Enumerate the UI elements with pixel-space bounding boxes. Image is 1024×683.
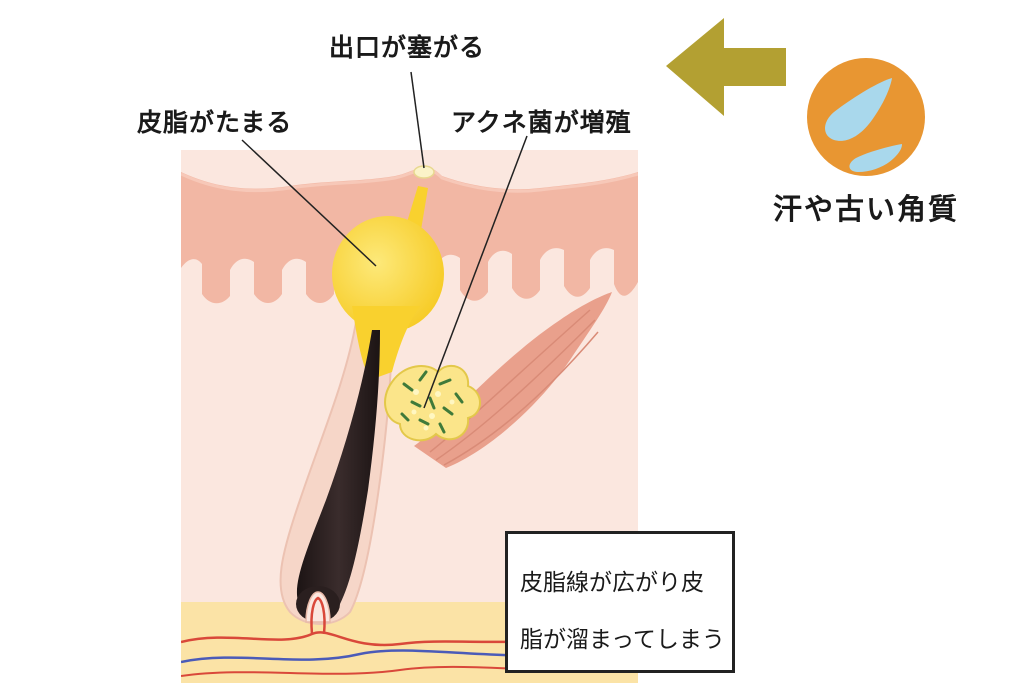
large-droplet-icon: [825, 78, 892, 141]
label-sebum-accumulates: 皮脂がたまる: [137, 108, 293, 137]
leader-line-pore: [410, 71, 425, 169]
hair-shaft: [296, 330, 380, 616]
leader-line-acne: [423, 135, 528, 409]
acne-bacteria: [400, 370, 464, 434]
sebaceous-gland: [332, 216, 444, 332]
leader-lines: [241, 71, 528, 409]
bacteria-highlights: [411, 389, 455, 431]
droplet-badge-icon: [807, 58, 925, 176]
label-sweat-old-keratin: 汗や古い角質: [773, 192, 960, 226]
explanation-line-2: 脂が溜まってしまう: [520, 627, 725, 653]
left-arrow-icon: [666, 18, 786, 116]
label-pore-clogged: 出口が塞がる: [329, 33, 486, 62]
explanation-line-1: 皮脂線が広がり皮: [520, 570, 704, 596]
label-acne-bacteria: アクネ菌が増殖: [451, 108, 632, 137]
leader-line-sebum: [241, 139, 377, 267]
blood-vessel-red-loop: [310, 596, 326, 635]
explanation-box: 皮脂線が広がり皮 脂が溜まってしまう: [505, 531, 735, 673]
small-droplet-icon: [849, 144, 902, 172]
